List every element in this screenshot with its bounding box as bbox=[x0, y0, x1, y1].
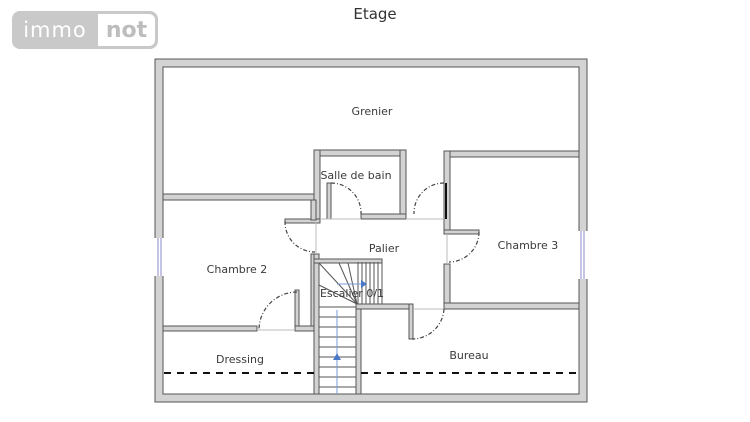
room-label-salle-de-bain: Salle de bain bbox=[320, 169, 391, 182]
room-label-chambre-2: Chambre 2 bbox=[207, 263, 268, 276]
immonot-logo[interactable]: immo not bbox=[12, 11, 158, 49]
room-label-escalier: Escalier 0/1 bbox=[320, 287, 384, 300]
stair-arrow-up-icon bbox=[333, 353, 341, 360]
room-label-palier: Palier bbox=[369, 242, 400, 255]
logo-text-not: not bbox=[98, 14, 155, 46]
staircase bbox=[318, 262, 383, 388]
logo-text-immo: immo bbox=[23, 18, 87, 42]
room-label-chambre-3: Chambre 3 bbox=[498, 239, 559, 252]
floor-title: Etage bbox=[353, 5, 397, 23]
outer-walls bbox=[154, 58, 588, 403]
room-label-bureau: Bureau bbox=[449, 349, 488, 362]
stair-direction bbox=[333, 280, 367, 394]
door-thresholds bbox=[257, 218, 448, 331]
room-label-grenier: Grenier bbox=[352, 105, 393, 118]
room-label-dressing: Dressing bbox=[216, 353, 264, 366]
door-swings bbox=[258, 182, 480, 340]
stair-arrow-right-icon bbox=[361, 280, 367, 288]
windows bbox=[154, 231, 588, 279]
interior-walls bbox=[162, 149, 580, 395]
